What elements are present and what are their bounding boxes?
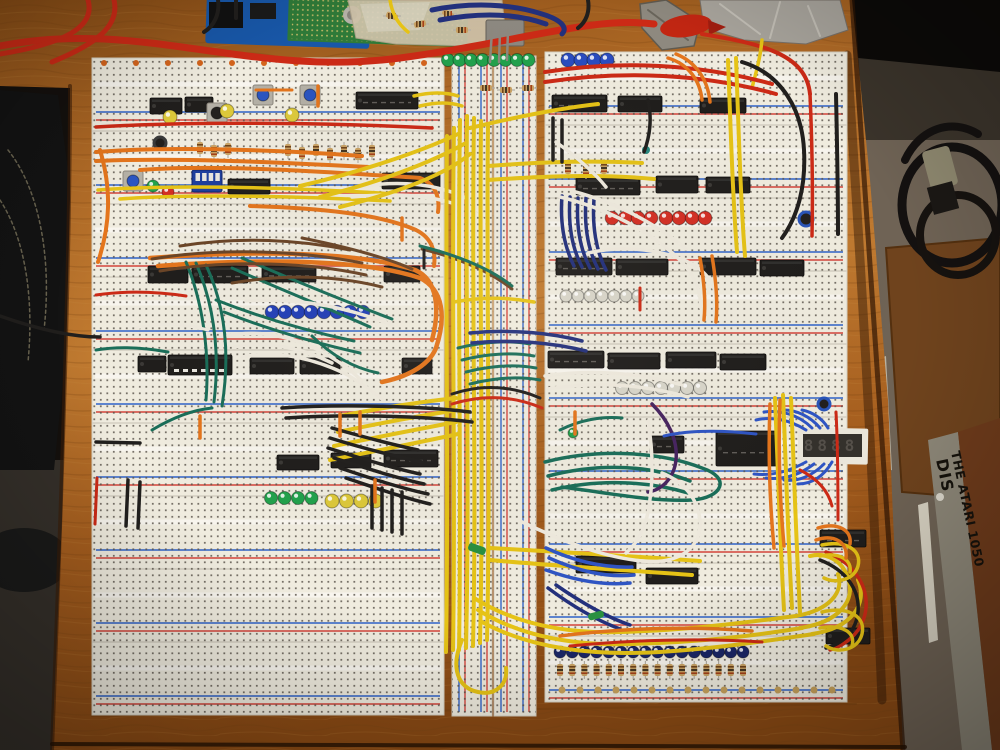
- breadboard-computer-photo: THE ATARI 1050DIS8888: [0, 0, 1000, 750]
- scene-root: THE ATARI 1050DIS8888: [0, 0, 1000, 750]
- photo-vignette: [0, 0, 1000, 750]
- photo-canvas: THE ATARI 1050DIS8888: [0, 0, 1000, 750]
